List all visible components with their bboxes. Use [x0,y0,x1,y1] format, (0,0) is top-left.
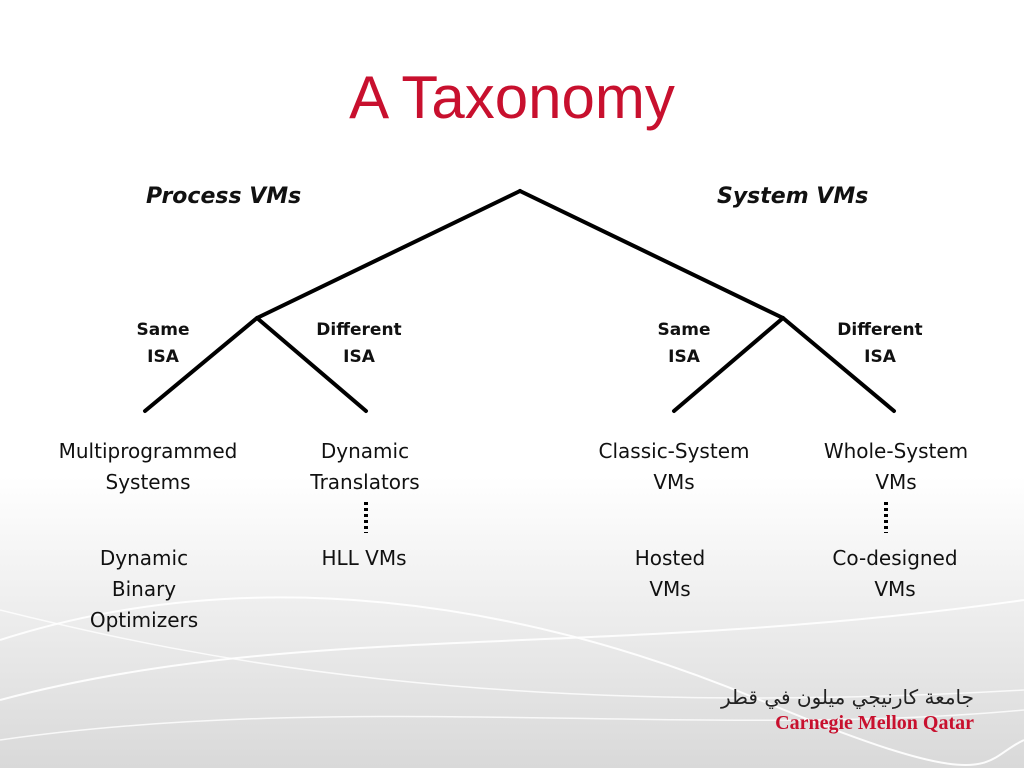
edge-system-same [672,316,785,413]
logo-arabic-text: جامعة كارنيجي ميلون في قطر [720,685,974,709]
branch-system-vms: System VMs [717,184,869,209]
leaf-codesigned-vms: Co-designed VMs [832,546,958,601]
isa-system-same: Same ISA [657,320,711,367]
isa-process-same: Same ISA [136,320,190,367]
isa-system-different: Different ISA [837,320,923,367]
isa-process-different: Different ISA [316,320,402,367]
edge-root-process [255,189,522,320]
leaf-multiprogrammed-systems: Multiprogrammed Systems [58,439,238,494]
leaf-classic-system-vms: Classic-System VMs [598,439,750,494]
carnegie-mellon-qatar-logo: جامعة كارنيجي ميلون في قطر Carnegie Mell… [721,685,976,737]
logo-english-text: Carnegie Mellon Qatar [775,712,974,734]
edge-root-system [518,189,785,320]
leaf-dynamic-binary-optimizers: Dynamic Binary Optimizers [89,546,199,632]
leaf-hosted-vms: Hosted VMs [634,546,706,601]
leaf-hll-vms: HLL VMs [321,546,407,570]
edge-process-different [255,316,368,413]
edge-system-different [781,316,896,413]
slide-title: A Taxonomy [349,64,675,131]
leaf-whole-system-vms: Whole-System VMs [823,439,969,494]
leaf-dynamic-translators: Dynamic Translators [310,439,420,494]
branch-process-vms: Process VMs [146,184,302,209]
edge-process-same [143,316,259,413]
